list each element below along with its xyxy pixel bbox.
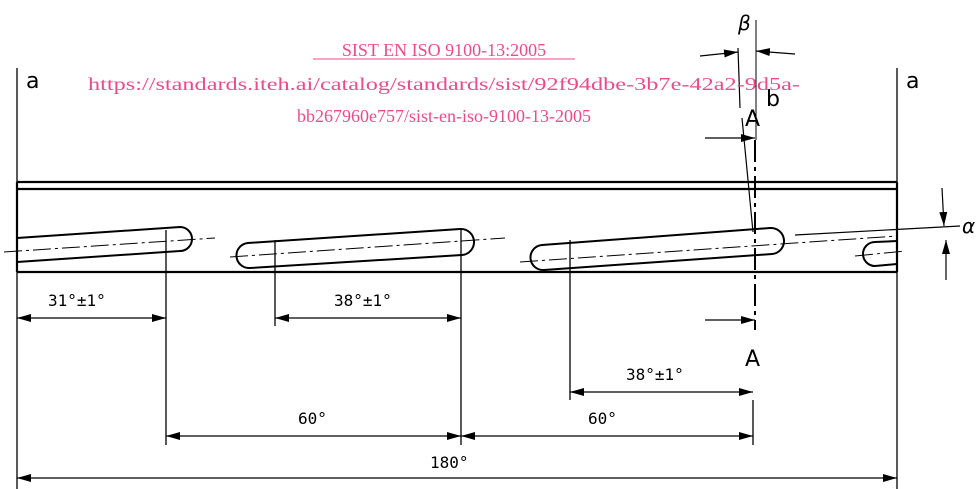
alpha-reference-line <box>794 225 961 236</box>
dim-180: 180° <box>430 453 469 472</box>
dim-60-a: 60° <box>298 409 327 428</box>
slot-2 <box>235 227 475 270</box>
dim-60-b: 60° <box>588 409 617 428</box>
beta-label: β <box>737 11 751 35</box>
alpha-angle <box>939 187 950 280</box>
label-b: b <box>766 87 780 112</box>
dim-31: 31°±1° <box>48 291 106 310</box>
dimension-lines <box>17 314 897 482</box>
slots <box>16 225 898 272</box>
watermark-url-1[interactable]: https://standards.iteh.ai/catalog/standa… <box>88 74 800 94</box>
dim-38-a: 38°±1° <box>334 291 392 310</box>
watermark: SIST EN ISO 9100-13:2005 https://standar… <box>88 40 800 126</box>
label-a-left: a <box>26 69 39 94</box>
slot-4 <box>862 240 898 268</box>
label-a-right: a <box>906 69 919 94</box>
rod-body <box>15 180 899 274</box>
slot-1 <box>16 225 193 263</box>
beta-angle <box>699 47 796 109</box>
slot-3 <box>529 226 785 272</box>
alpha-label: α <box>962 214 975 238</box>
section-line-a-a <box>705 20 757 330</box>
watermark-title[interactable]: SIST EN ISO 9100-13:2005 <box>342 40 546 60</box>
label-section-bottom: A <box>745 347 760 372</box>
watermark-url-2[interactable]: bb267960e757/sist-en-iso-9100-13-2005 <box>297 106 591 126</box>
dim-38-b: 38°±1° <box>626 365 684 384</box>
extension-lines <box>16 68 898 489</box>
label-section-top: A <box>745 107 760 132</box>
slot-centerlines <box>3 235 906 263</box>
